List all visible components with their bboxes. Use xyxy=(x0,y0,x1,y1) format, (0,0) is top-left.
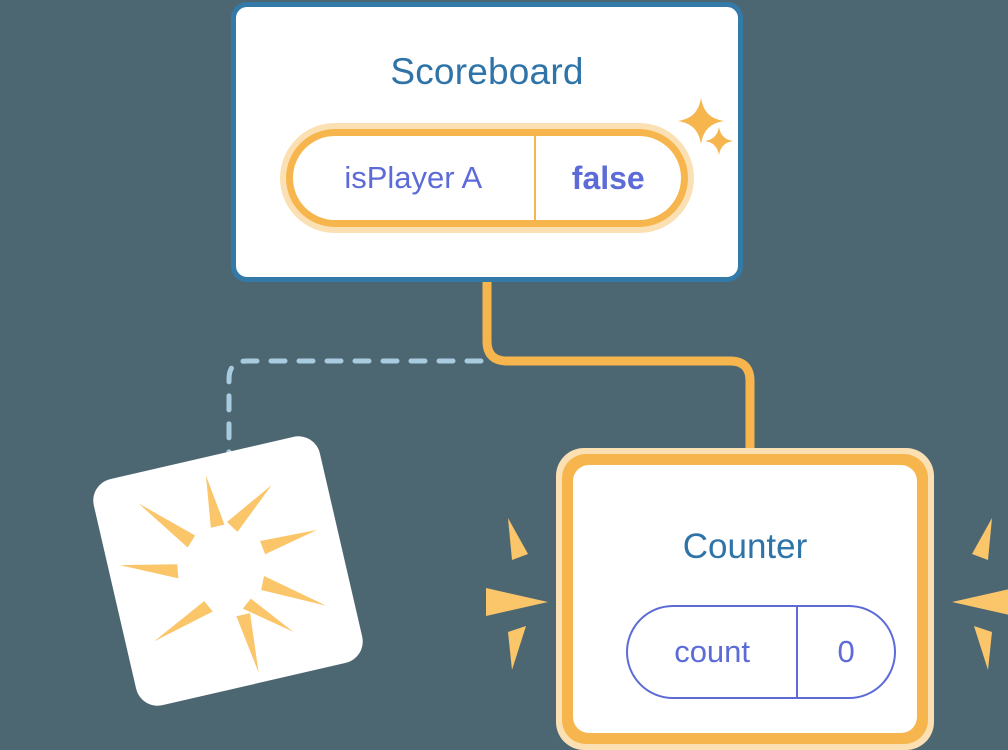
counter-card-body: Counter count 0 xyxy=(573,465,917,733)
scoreboard-state-key: isPlayer A xyxy=(293,136,536,220)
counter-right-rays-icon xyxy=(952,518,1008,670)
scoreboard-title: Scoreboard xyxy=(390,51,584,92)
counter-card[interactable]: Counter count 0 xyxy=(556,448,934,750)
blank-component-card[interactable] xyxy=(88,431,368,711)
sparkle-large-icon xyxy=(678,98,724,144)
scoreboard-state-pill-body: isPlayer A false xyxy=(293,136,681,220)
counter-state-value: 0 xyxy=(837,634,855,669)
sparkle-small-icon xyxy=(705,127,733,155)
counter-state-pill[interactable]: count 0 xyxy=(626,605,896,699)
counter-title: Counter xyxy=(682,527,808,566)
counter-left-rays-icon xyxy=(486,518,548,670)
scoreboard-state-pill[interactable]: isPlayer A false xyxy=(280,123,694,233)
scoreboard-state-pill-ring: isPlayer A false xyxy=(286,129,688,227)
scoreboard-to-counter-wire xyxy=(482,277,755,475)
counter-card-ring: Counter count 0 xyxy=(562,454,928,744)
counter-state-key: count xyxy=(628,607,799,697)
scoreboard-state-value: false xyxy=(571,159,645,196)
scoreboard-card[interactable]: Scoreboard isPlayer A false xyxy=(231,2,743,282)
flash-burst-icon xyxy=(119,475,327,673)
